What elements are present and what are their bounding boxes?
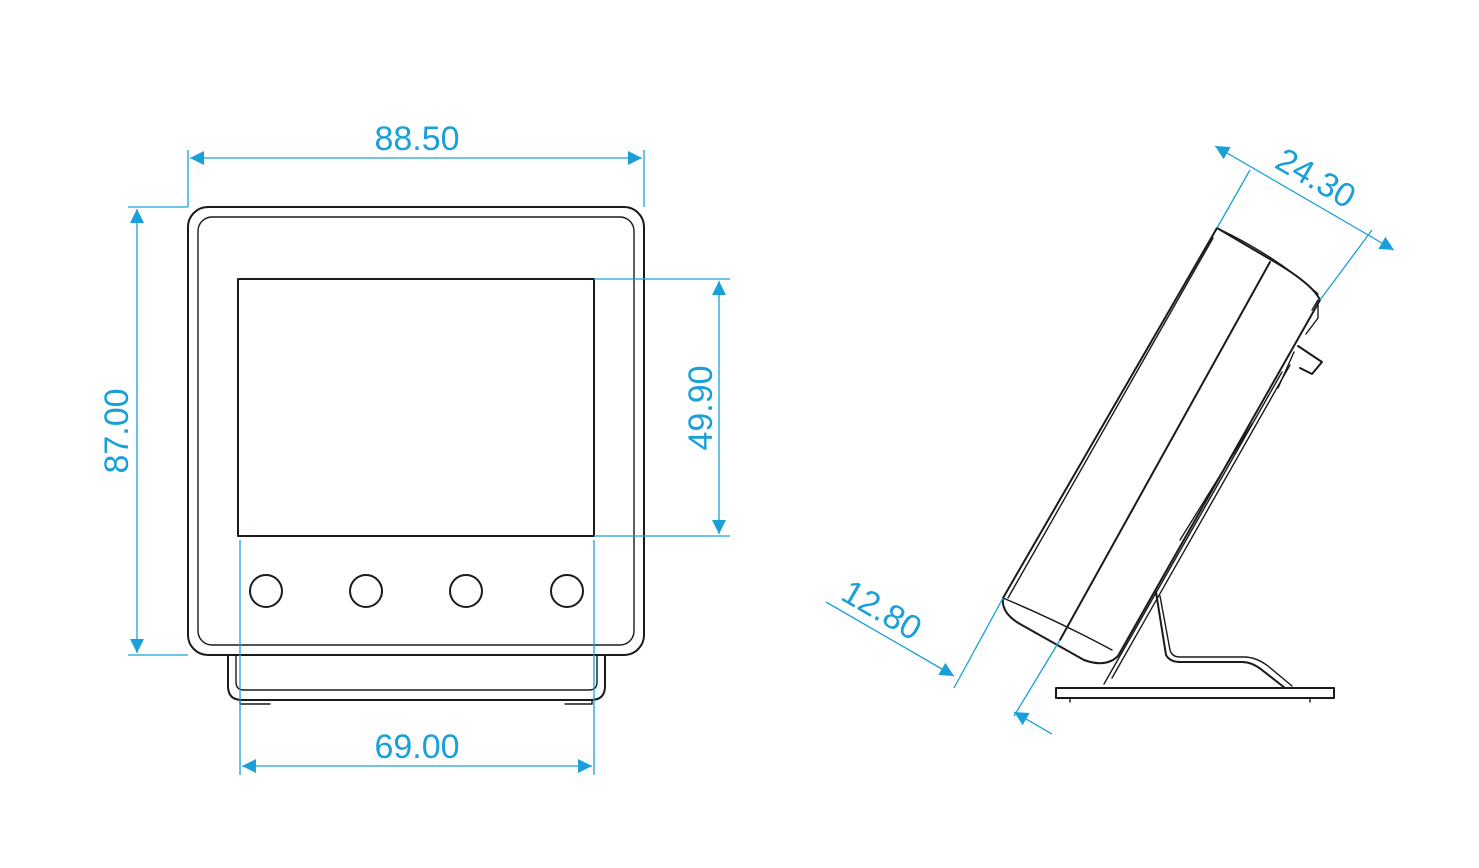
screen-height-label: 49.90 [682,365,720,450]
stand-back-plate-inner [1103,371,1283,685]
side-front-face-edge [1007,237,1214,599]
stand-back-plate-outer [1111,364,1291,679]
front-stand-base [227,654,606,705]
front-body-inner-edge [197,216,635,646]
side-body-outline [1001,227,1321,665]
button-4-icon [550,574,584,608]
side-bottom-cap [1002,597,1113,651]
base-inner [235,654,598,691]
front-body-outline [187,206,645,656]
side-parting-line [1059,261,1271,641]
stand-foot [1055,687,1335,699]
dimension-side-bottom: 12.80 [825,573,1061,735]
screen [237,278,595,537]
button-1-icon [249,574,283,608]
front-width-label: 88.50 [374,120,459,158]
front-height-label: 87.00 [98,388,136,473]
stand-leg-bend [1155,591,1286,689]
button-2-icon [349,574,383,608]
base-outer [227,654,606,701]
dimension-side-depth: 24.30 [1214,141,1395,301]
dimension-base-width: 69.00 [239,540,595,775]
button-3-icon [449,574,483,608]
front-view [187,206,645,705]
side-view [1001,227,1335,703]
side-back-clip [1297,345,1323,375]
dimension-screen-height: 49.90 [594,278,730,537]
stand-back-slot [1179,423,1253,541]
base-width-label: 69.00 [374,728,459,766]
dimension-front-width: 88.50 [187,120,645,207]
dimension-front-height: 87.00 [98,206,188,656]
stand-leg-bend-inner [1159,595,1293,687]
side-bottom-label: 12.80 [835,573,928,648]
side-back-port-1 [1305,299,1319,335]
front-buttons [249,574,584,608]
